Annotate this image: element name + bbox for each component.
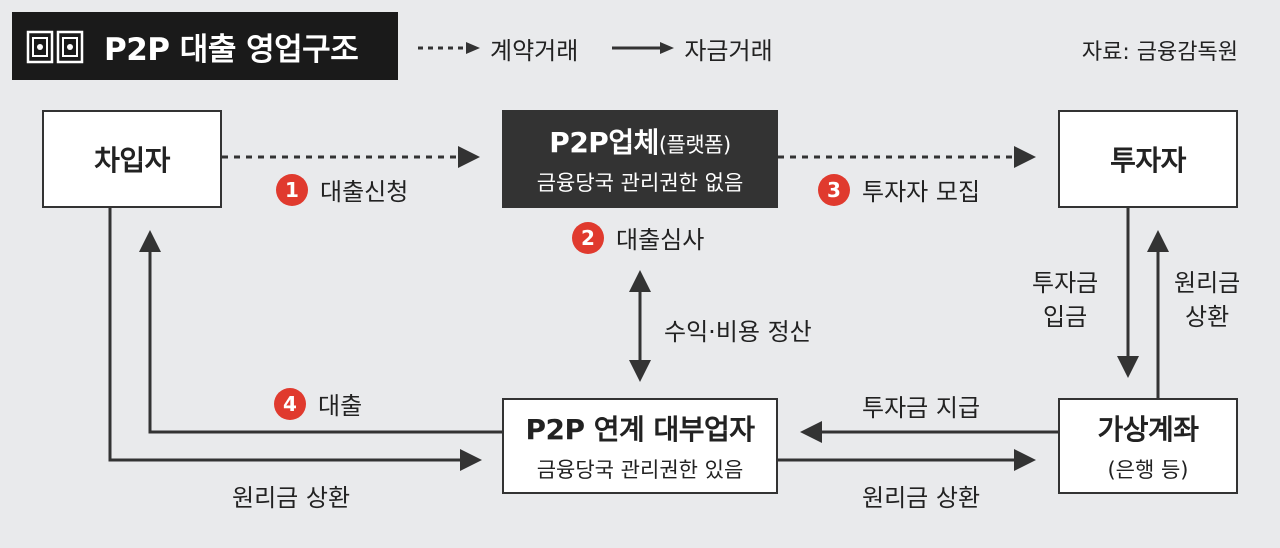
node-account: 가상계좌 (은행 등) [1058,398,1238,494]
edge-repay-investor: 원리금 상환 [1174,266,1240,334]
source-note: 자료: 금융감독원 [1081,40,1238,65]
arrow-investor-account [1117,208,1139,378]
step-4-badge: 4 [274,387,306,420]
edge-settlement: 수익·비용 정산 [664,318,812,346]
edge-repay-line1: 원리금 [1174,269,1241,297]
node-account-sub: (은행 등) [1107,458,1189,482]
arrow-borrower-platform [222,146,480,168]
edge-repay-borrower-lender: 원리금 상환 [232,484,351,512]
arrow-borrower-lender [108,208,482,471]
step-1: 1 대출신청 [276,172,408,207]
money-icon [26,30,84,64]
step-4-label: 대출 [318,392,363,420]
step-3-label: 투자자 모집 [862,178,981,206]
edge-invest-pay: 투자금 지급 [862,394,981,422]
node-borrower: 차입자 [42,110,222,208]
node-platform-sub: 금융당국 관리권한 없음 [536,171,744,195]
legend-fund: 자금거래 [684,36,773,65]
node-account-title: 가상계좌 [1097,413,1199,446]
edge-repay-lender-account: 원리금 상환 [862,484,981,512]
node-lender-title: P2P 연계 대부업자 [525,413,755,446]
node-platform-title: P2P업체(플랫폼) [549,121,731,161]
step-1-label: 대출신청 [320,178,409,206]
arrow-lender-borrower [139,230,502,434]
arrow-platform-investor [778,146,1036,168]
arrow-lender-account [778,449,1036,471]
step-3-badge: 3 [818,173,850,206]
arrow-platform-lender [629,270,651,382]
legend: 계약거래 자금거래 [418,30,773,66]
solid-arrow-icon [612,42,675,54]
step-3: 3 투자자 모집 [818,172,980,207]
edge-deposit-line1: 투자금 [1032,269,1099,297]
node-lender: P2P 연계 대부업자 금융당국 관리권한 있음 [502,398,778,494]
node-investor-title: 투자자 [1110,144,1186,177]
edge-repay-line2: 상환 [1185,303,1230,331]
step-2: 2 대출심사 [572,220,704,255]
edge-deposit-line2: 입금 [1043,303,1088,331]
title-bar: P2P 대출 영업구조 [12,12,398,80]
step-4: 4 대출 [274,386,362,421]
step-1-badge: 1 [276,173,308,206]
dashed-arrow-icon [418,42,480,54]
legend-contract: 계약거래 [490,36,579,65]
node-lender-sub: 금융당국 관리권한 있음 [536,458,744,482]
arrow-account-lender [800,421,1058,443]
node-investor: 투자자 [1058,110,1238,208]
page-title: P2P 대출 영업구조 [104,31,359,68]
edge-deposit: 투자금 입금 [1032,266,1098,334]
step-2-label: 대출심사 [616,226,705,254]
arrow-account-investor [1147,230,1169,398]
node-borrower-title: 차입자 [94,144,170,177]
node-platform-name: P2P업체 [549,126,659,159]
node-platform: P2P업체(플랫폼) 금융당국 관리권한 없음 [502,110,778,208]
step-2-badge: 2 [572,221,604,254]
node-platform-note: (플랫폼) [658,133,731,157]
